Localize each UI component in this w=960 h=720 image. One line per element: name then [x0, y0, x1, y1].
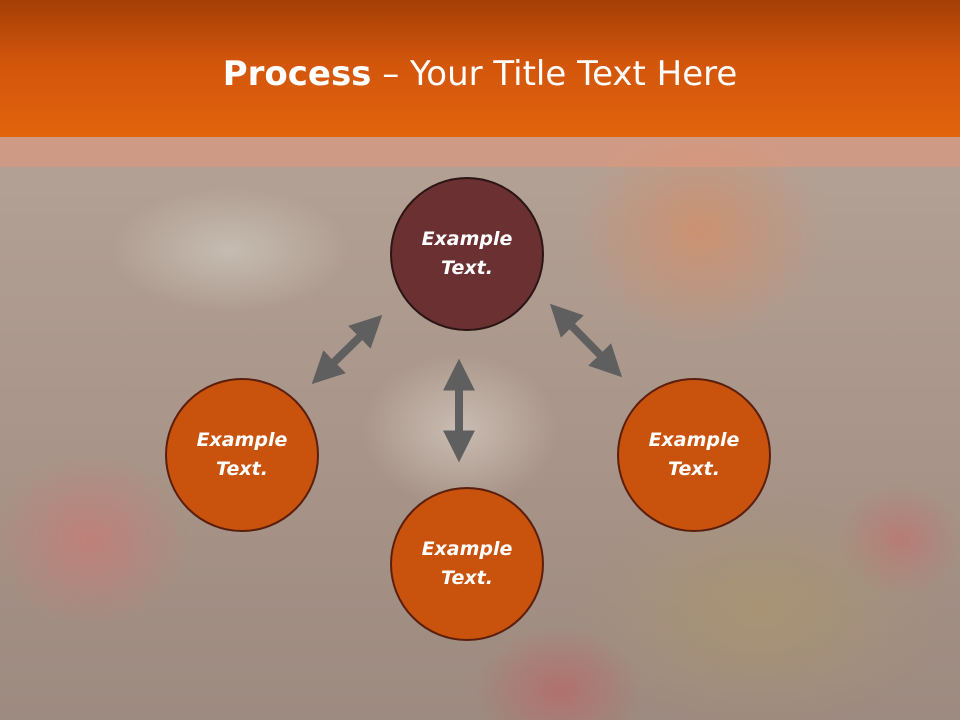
process-node-top-label: Example Text. [421, 228, 513, 279]
arrow-top-left [311, 314, 383, 385]
header-stripe [0, 137, 960, 167]
process-node-right[interactable]: Example Text. [617, 378, 771, 532]
slide-title-bold: Process [222, 54, 372, 94]
process-node-left[interactable]: Example Text. [165, 378, 319, 532]
process-node-top[interactable]: Example Text. [390, 177, 544, 331]
process-node-bottom[interactable]: Example Text. [390, 487, 544, 641]
process-node-bottom-label: Example Text. [421, 538, 513, 589]
process-node-left-label: Example Text. [196, 429, 288, 480]
slide-title-rest: – Your Title Text Here [371, 54, 738, 94]
title-bar [0, 0, 960, 137]
process-node-right-label: Example Text. [648, 429, 740, 480]
arrow-top-right [549, 303, 623, 378]
slide-title[interactable]: Process – Your Title Text Here [0, 52, 960, 96]
